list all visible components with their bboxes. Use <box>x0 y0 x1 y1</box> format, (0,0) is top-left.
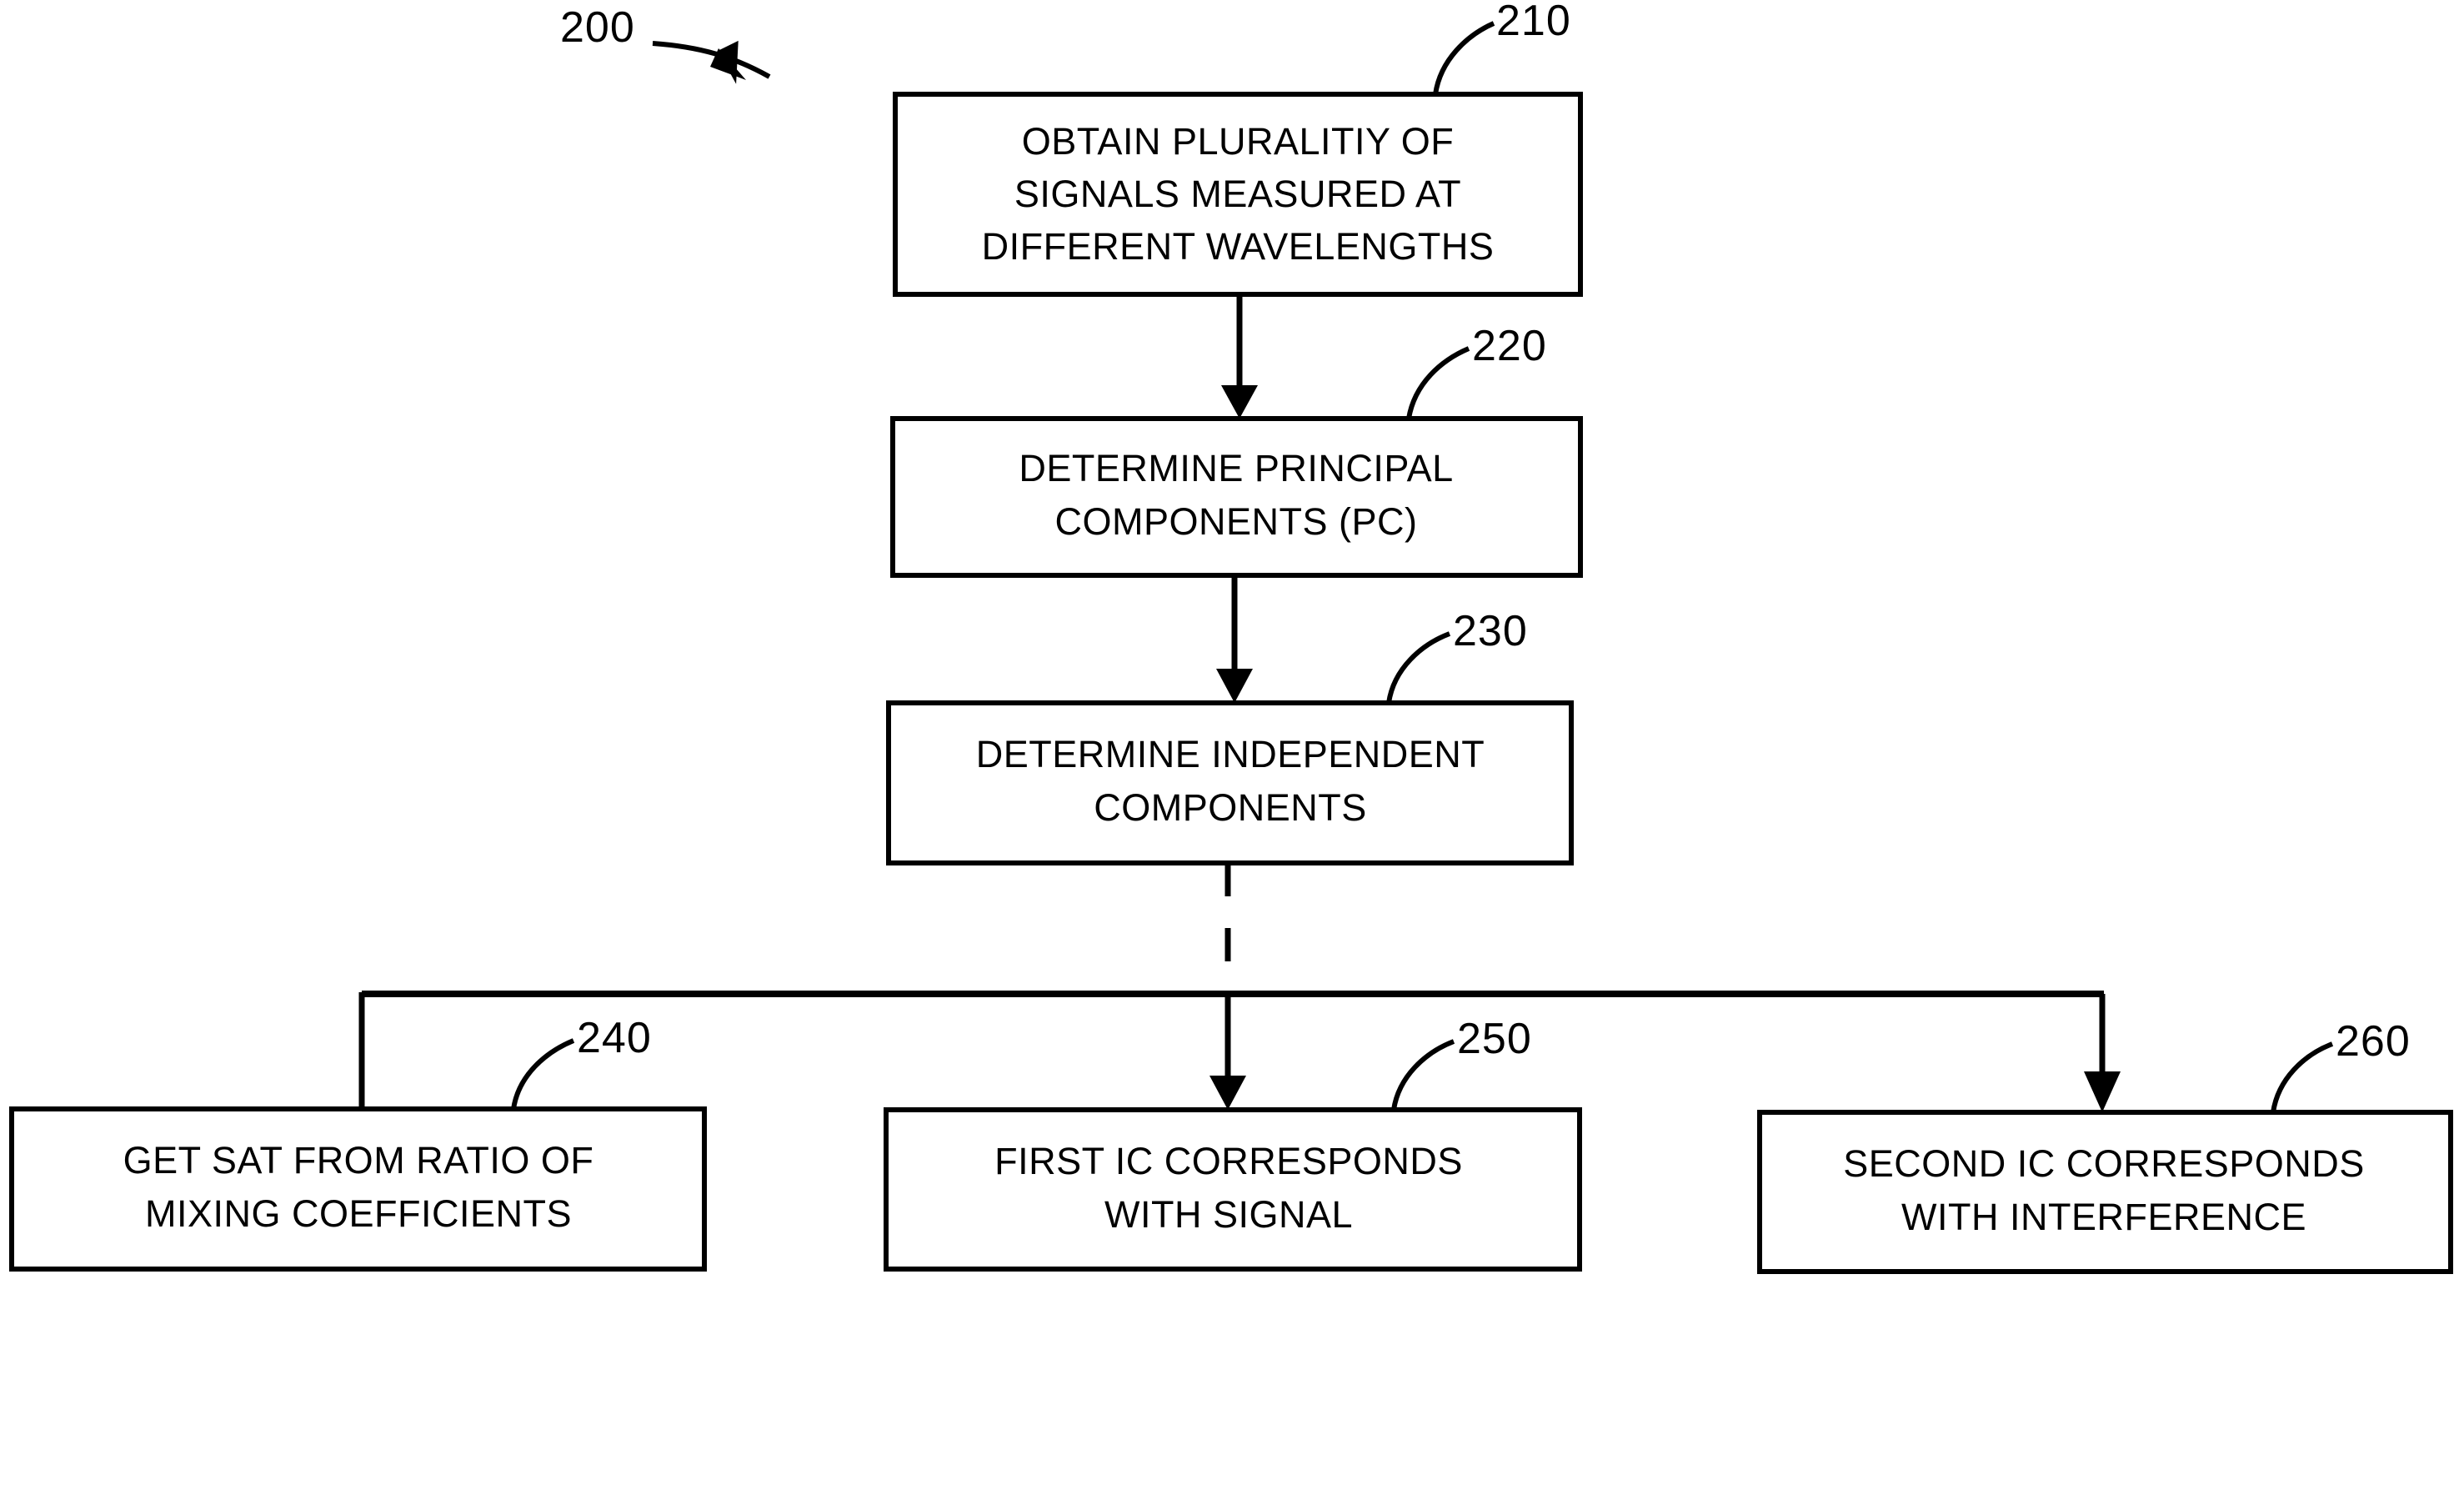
node-220-line-1: DETERMINE PRINCIPAL <box>1019 447 1453 489</box>
node-240-line-1: GET SAT FROM RATIO OF <box>123 1139 594 1181</box>
node-260-ref-label: 260 <box>2336 1017 2411 1066</box>
node-260-box[interactable] <box>1757 1110 2453 1274</box>
figure-leader-line <box>652 41 771 79</box>
edge-220-to-230 <box>1216 575 1253 703</box>
node-230-line-1: DETERMINE INDEPENDENT <box>976 733 1485 775</box>
node-220-line-2: COMPONENTS (PC) <box>1055 500 1418 543</box>
node-250-leader-line <box>1391 1039 1455 1111</box>
node-240-line-2: MIXING COEFFICIENTS <box>145 1192 572 1235</box>
node-260-reference-group: 260 <box>2271 1017 2411 1113</box>
node-230-box[interactable] <box>886 700 1574 865</box>
node-230[interactable]: DETERMINE INDEPENDENT COMPONENTS <box>886 700 1574 865</box>
node-250[interactable]: FIRST IC CORRESPONDS WITH SIGNAL <box>884 1107 1582 1272</box>
node-250-line-2: WITH SIGNAL <box>1104 1193 1353 1236</box>
edge-210-to-220 <box>1221 294 1258 419</box>
node-250-line-1: FIRST IC CORRESPONDS <box>994 1140 1463 1182</box>
edge-bus-250-arrowhead <box>1209 1076 1246 1110</box>
node-230-line-2: COMPONENTS <box>1094 786 1367 829</box>
edge-210-220-arrowhead <box>1221 385 1258 419</box>
node-240-ref-label: 240 <box>577 1014 652 1062</box>
node-250-reference-group: 250 <box>1391 1015 1532 1111</box>
node-210-line-2: SIGNALS MEASURED AT <box>1014 173 1461 215</box>
node-260[interactable]: SECOND IC CORRESPONDS WITH INTERFERENCE <box>1757 1110 2453 1274</box>
edge-220-230-arrowhead <box>1216 669 1253 703</box>
node-260-line-2: WITH INTERFERENCE <box>1901 1196 2306 1238</box>
node-230-leader-line <box>1386 631 1451 704</box>
node-250-ref-label: 250 <box>1457 1015 1532 1063</box>
figure-number-label: 200 <box>560 3 635 52</box>
edge-bus-to-260 <box>2084 994 2121 1112</box>
node-210[interactable]: OBTAIN PLURALITIY OF SIGNALS MEASURED AT… <box>893 92 1583 297</box>
node-220-ref-label: 220 <box>1472 322 1547 370</box>
figure-reference-group: 200 <box>560 3 771 84</box>
node-260-line-1: SECOND IC CORRESPONDS <box>1843 1142 2365 1185</box>
node-210-reference-group: 210 <box>1433 0 1571 95</box>
edge-bus-260-arrowhead <box>2084 1071 2121 1112</box>
node-230-reference-group: 230 <box>1386 607 1528 704</box>
node-250-box[interactable] <box>884 1107 1582 1272</box>
node-210-ref-label: 210 <box>1496 0 1571 45</box>
node-220-reference-group: 220 <box>1406 322 1547 419</box>
node-210-line-3: DIFFERENT WAVELENGTHS <box>982 225 1495 268</box>
node-240-reference-group: 240 <box>511 1014 652 1110</box>
node-230-ref-label: 230 <box>1453 607 1528 655</box>
figure-leader-arrow <box>710 48 746 80</box>
node-240[interactable]: GET SAT FROM RATIO OF MIXING COEFFICIENT… <box>9 1106 707 1272</box>
node-240-leader-line <box>511 1038 575 1110</box>
node-220-leader-line <box>1406 346 1470 419</box>
node-220[interactable]: DETERMINE PRINCIPAL COMPONENTS (PC) <box>890 416 1583 578</box>
node-210-line-1: OBTAIN PLURALITIY OF <box>1022 120 1454 163</box>
edge-bus-to-250 <box>1209 994 1246 1110</box>
node-220-box[interactable] <box>890 416 1583 578</box>
node-210-leader-line <box>1433 21 1495 95</box>
node-260-leader-line <box>2271 1041 2334 1113</box>
node-210-box[interactable] <box>893 92 1583 297</box>
node-240-box[interactable] <box>9 1106 707 1272</box>
